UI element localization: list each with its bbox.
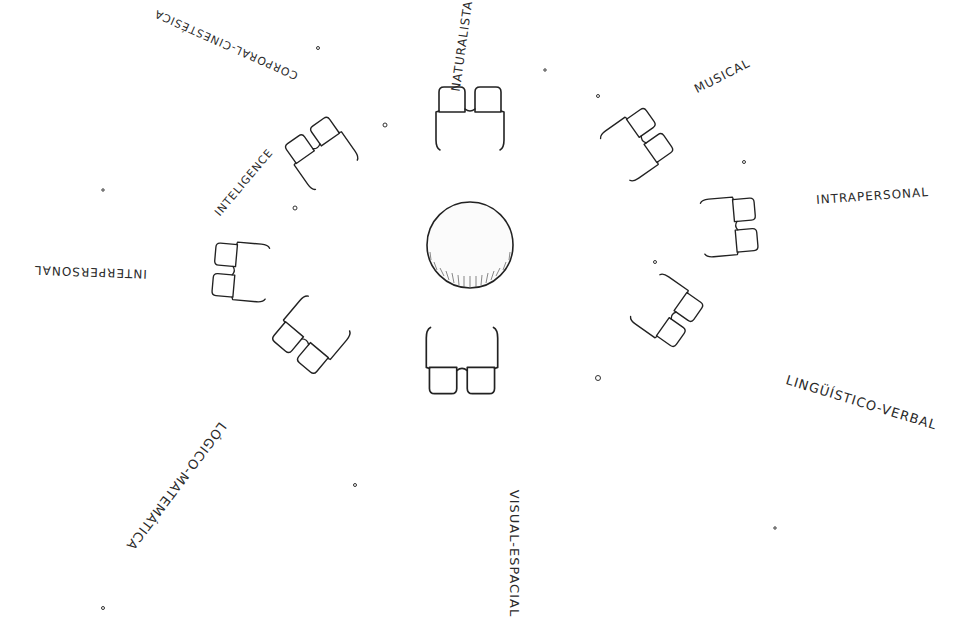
intelligence-label: VISUAL-ESPACIAL	[509, 489, 522, 616]
intelligence-label: INTRAPERSONAL	[815, 186, 929, 206]
intelligence-label: INTELIGENCE	[213, 146, 275, 217]
intelligence-label: LINGÜÍSTICO-VERBAL	[785, 373, 939, 431]
intelligence-label: CORPORAL-CINESTÉSICA	[152, 7, 299, 81]
intelligence-label: LÓGICO-MATEMÁTICA	[124, 420, 229, 553]
specks	[102, 47, 777, 610]
intelligence-label: NATURALISTA	[450, 0, 475, 92]
intelligence-label: MUSICAL	[692, 57, 751, 95]
sphere	[427, 202, 513, 288]
intelligence-label: INTERPERSONAL	[33, 264, 146, 280]
glasses	[211, 87, 758, 394]
